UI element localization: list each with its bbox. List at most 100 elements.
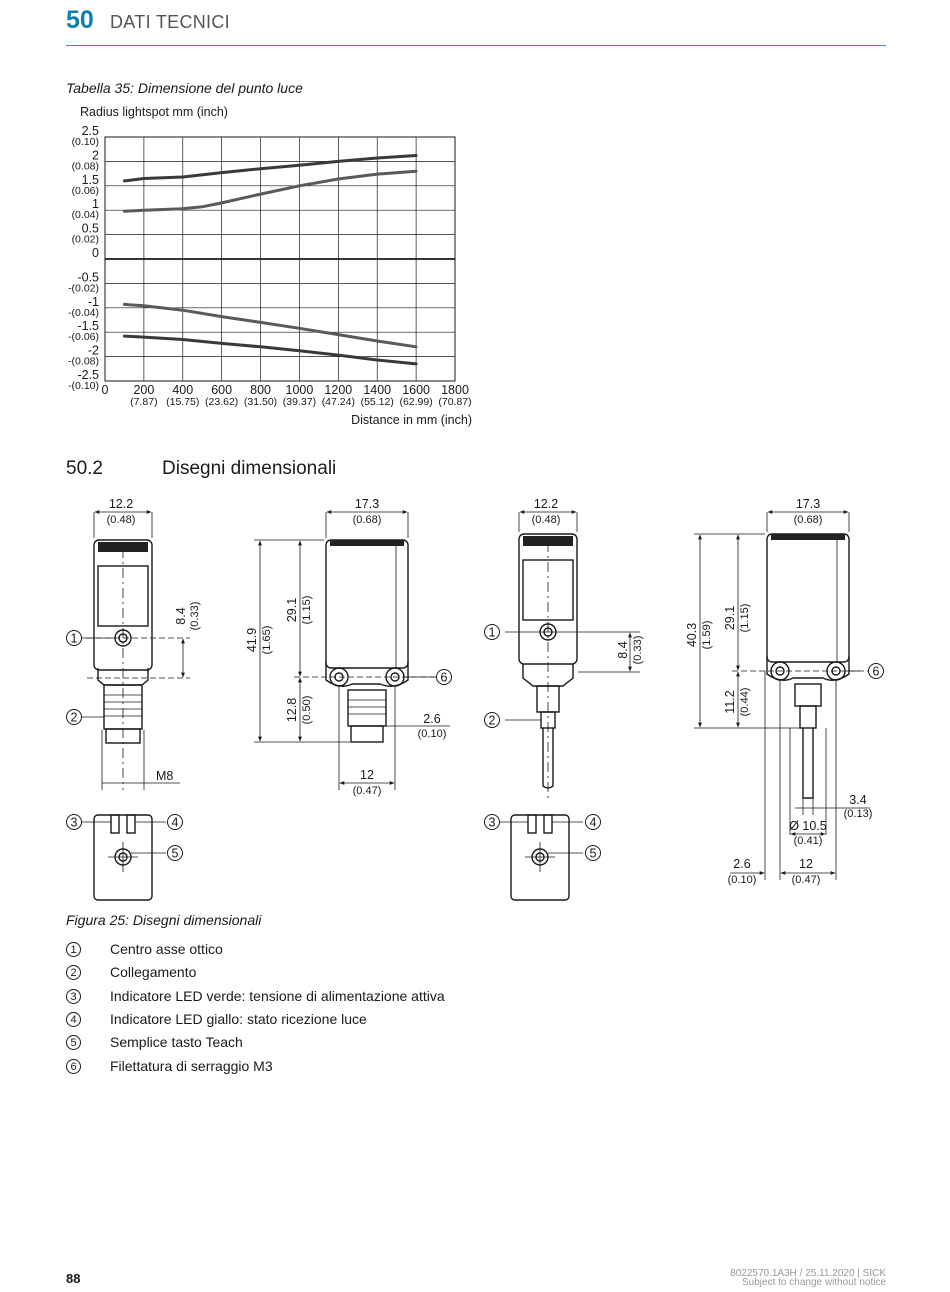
v2-hole-spacing-inch: (0.47) — [353, 785, 382, 797]
x-tick-label: 1800 — [441, 383, 469, 397]
v4-total: 40.3 — [685, 623, 699, 647]
svg-text:1: 1 — [71, 632, 78, 646]
chapter-number: 50 — [66, 6, 94, 34]
x-tick-sublabel: (55.12) — [361, 396, 394, 408]
callout-2-cable: 2 — [484, 712, 500, 728]
v4-hole-spacing: 12 — [799, 857, 813, 871]
legend-number: 5 — [66, 1034, 81, 1050]
v2-offset: 2.6 — [423, 712, 440, 726]
x-tick-sublabel: (7.87) — [130, 396, 157, 408]
v4-cable-diameter-inch: (0.41) — [794, 835, 823, 847]
header-rule — [66, 45, 886, 46]
v4-cable-offset: 3.4 — [849, 793, 866, 807]
lightspot-chart: Radius lightspot mm (inch) 2.5(0.10)2(0.… — [68, 105, 472, 427]
v1-width-inch: (0.48) — [107, 514, 136, 526]
legend-text: Collegamento — [110, 964, 197, 981]
legend-text: Filettatura di serraggio M3 — [110, 1058, 273, 1075]
y-tick-sublabel: (0.06) — [72, 185, 99, 197]
y-tick-label: 0.5 — [82, 222, 99, 236]
v4-offset-inch: (0.10) — [728, 874, 757, 886]
v2-width-inch: (0.68) — [353, 514, 382, 526]
x-tick-label: 1200 — [324, 383, 352, 397]
svg-text:3: 3 — [489, 816, 496, 830]
y-tick-sublabel: -(0.04) — [68, 307, 99, 319]
x-tick-label: 0 — [102, 383, 109, 397]
page-number: 88 — [66, 1271, 81, 1286]
series-line-1 — [122, 154, 418, 183]
svg-text:5: 5 — [590, 847, 597, 861]
v3-width: 12.2 — [534, 497, 558, 511]
v4-offset: 2.6 — [733, 857, 750, 871]
callout-6-cable: 6 — [868, 663, 884, 679]
legend-number: 6 — [66, 1058, 81, 1074]
v2-lower: 12.8 — [285, 698, 299, 722]
y-tick-label: -0.5 — [77, 270, 99, 284]
x-tick-sublabel: (47.24) — [322, 396, 355, 408]
v4-cable-offset-inch: (0.13) — [844, 808, 873, 820]
front-view-cable — [500, 510, 640, 901]
y-tick-label: 2 — [92, 148, 99, 162]
y-tick-sublabel: -(0.06) — [68, 331, 99, 343]
side-view-cable — [694, 510, 870, 880]
callout-3: 3 — [66, 814, 82, 830]
legend-item: 6 Filettatura di serraggio M3 — [66, 1057, 273, 1074]
v1-height: 8.4 — [174, 607, 188, 624]
legend-text: Semplice tasto Teach — [110, 1034, 243, 1051]
x-tick-label: 400 — [172, 383, 193, 397]
x-tick-sublabel: (15.75) — [166, 396, 199, 408]
svg-text:3: 3 — [71, 816, 78, 830]
callout-5: 5 — [167, 845, 183, 861]
y-tick-sublabel: (0.08) — [72, 160, 99, 172]
v4-lower: 11.2 — [723, 690, 737, 713]
v2-hole-spacing: 12 — [360, 768, 374, 782]
section-number: 50.2 — [66, 458, 103, 479]
v4-upper-inch: (1.15) — [739, 604, 751, 633]
callout-4: 4 — [167, 814, 183, 830]
v4-width-inch: (0.68) — [794, 514, 823, 526]
v1-thread: M8 — [156, 769, 173, 783]
legend-number: 4 — [66, 1011, 81, 1027]
v4-hole-spacing-inch: (0.47) — [792, 874, 821, 886]
y-tick-sublabel: (0.04) — [72, 209, 99, 221]
callout-markers: 1 2 3 4 5 6 1 2 3 4 5 6 — [66, 624, 884, 861]
callout-3-cable: 3 — [484, 814, 500, 830]
series-line-4 — [122, 334, 418, 366]
v2-offset-inch: (0.10) — [418, 728, 447, 740]
legend-item: 3 Indicatore LED verde: tensione di alime… — [66, 987, 445, 1004]
x-tick-label: 600 — [211, 383, 232, 397]
callout-4-cable: 4 — [585, 814, 601, 830]
dimensional-drawings: 12.2 (0.48) 8.4 (0.33) M8 17.3 (0.68) 41… — [66, 497, 884, 901]
legend-text: Indicatore LED verde: tensione di alimen… — [110, 988, 445, 1005]
series-line-2 — [122, 169, 418, 213]
legend-text: Centro asse ottico — [110, 941, 223, 958]
svg-text:1: 1 — [489, 626, 496, 640]
chart-x-axis-label: Distance in mm (inch) — [351, 413, 472, 427]
y-tick-label: 0 — [92, 246, 99, 260]
x-tick-sublabel: (39.37) — [283, 396, 316, 408]
v4-width: 17.3 — [796, 497, 820, 511]
chart-series — [122, 154, 418, 366]
y-tick-label: -2 — [88, 344, 99, 358]
v4-cable-diameter: Ø 10.5 — [789, 819, 827, 833]
callout-5-cable: 5 — [585, 845, 601, 861]
x-tick-label: 1600 — [402, 383, 430, 397]
y-tick-label: 1.5 — [82, 173, 99, 187]
v1-height-inch: (0.33) — [189, 602, 201, 631]
legend-text: Indicatore LED giallo: stato ricezione l… — [110, 1011, 367, 1028]
svg-text:2: 2 — [489, 714, 496, 728]
document-id: 8022570.1A3H / 25.11.2020 | SICK — [730, 1268, 886, 1279]
legend-number: 1 — [66, 941, 81, 957]
series-line-3 — [122, 302, 418, 349]
x-tick-label: 1400 — [363, 383, 391, 397]
callout-6: 6 — [436, 669, 452, 685]
svg-text:6: 6 — [873, 665, 880, 679]
legend-number: 3 — [66, 988, 81, 1004]
y-tick-sublabel: -(0.08) — [68, 356, 99, 368]
svg-text:5: 5 — [172, 847, 179, 861]
y-tick-sublabel: -(0.02) — [68, 282, 99, 294]
legend-item: 1 Centro asse ottico — [66, 940, 223, 957]
legend-item: 4 Indicatore LED giallo: stato ricezione … — [66, 1010, 367, 1027]
v2-total: 41.9 — [245, 628, 259, 652]
